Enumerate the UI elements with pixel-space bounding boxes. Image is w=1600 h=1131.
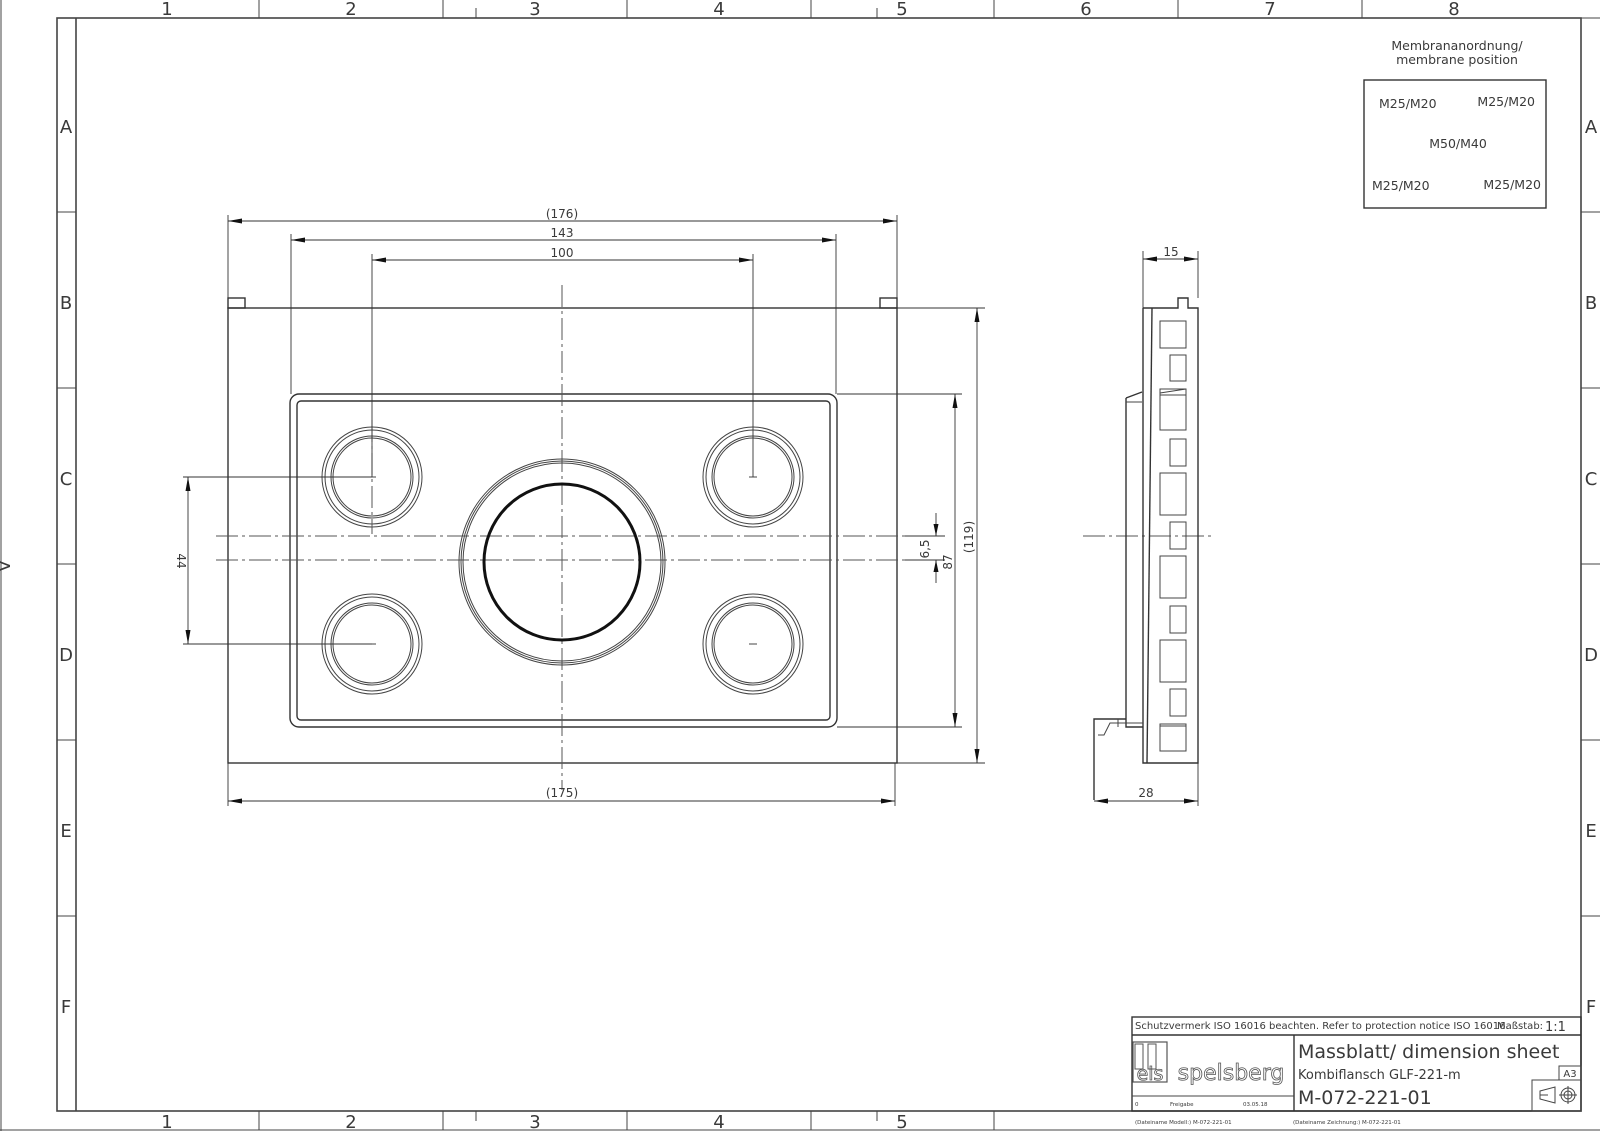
product-name: Kombiflansch GLF-221-m [1298,1068,1461,1083]
paper-size: A3 [1563,1069,1576,1080]
col-label: 8 [1448,0,1459,20]
col-label: 1 [161,1112,172,1131]
dimension-vertical-pitch: 44 [174,476,372,645]
svg-text:44: 44 [174,553,188,568]
membrane-hole-center [458,458,666,666]
row-label: F [1586,997,1596,1018]
column-labels-top: 1 2 3 4 5 6 7 8 [161,0,1459,20]
col-label: 1 [161,0,172,20]
col-label: 5 [896,1112,907,1131]
file-drawing: (Dateiname Zeichnung:) M-072-221-01 [1293,1120,1401,1126]
col-label: 2 [345,1112,356,1131]
projection-symbol-icon [1539,1086,1577,1104]
row-labels-right: A B C D E F [1584,117,1598,1018]
dimension-overall-width-bottom: (175) [227,763,896,806]
row-label: A [60,117,73,138]
column-labels-bottom: 1 2 3 4 5 [161,1112,907,1131]
row-labels-left: A B C D E F [59,117,73,1018]
row-label: E [60,821,71,842]
file-model: (Dateiname Modell:) M-072-221-01 [1135,1120,1232,1126]
logo-text: spelsberg [1178,1061,1285,1086]
svg-text:(175): (175) [546,786,578,800]
col-label: 6 [1080,0,1091,20]
col-label: 3 [529,0,540,20]
membrane-top-left: M25/M20 [1379,96,1437,111]
title-block: Schutzvermerk ISO 16016 beachten. Refer … [1131,1016,1582,1126]
membrane-center: M50/M40 [1429,136,1487,151]
dimension-side-bottom: 28 [1094,763,1199,806]
membrane-title: Membrananordnung/ [1391,38,1523,53]
front-view: (176) 143 100 (175) [174,207,985,806]
column-ticks [258,0,1363,1130]
row-label: D [1584,645,1598,666]
col-label: 3 [529,1112,540,1131]
dimension-inner-height: 87 [837,393,962,728]
col-label: 4 [713,1112,724,1131]
row-label: B [60,293,72,314]
row-label: D [59,645,73,666]
side-mark: V [0,559,15,572]
logo-mark: els [1137,1063,1164,1085]
svg-text:28: 28 [1138,786,1153,800]
scale-value: 1:1 [1545,1020,1566,1035]
status: Freigabe [1170,1102,1194,1108]
dimension-overall-width-top: (176) [227,207,898,298]
row-label: B [1585,293,1597,314]
membrane-bottom-left: M25/M20 [1372,178,1430,193]
col-label: 4 [713,0,724,20]
svg-text:(176): (176) [546,207,578,221]
row-label: F [61,997,71,1018]
row-label: E [1585,821,1596,842]
row-ticks [57,211,1600,917]
svg-text:(119): (119) [962,521,976,553]
release-date: 03.05.18 [1243,1102,1268,1108]
membrane-hole-bottom-right [702,593,804,695]
revision: 0 [1135,1102,1139,1108]
side-view: 15 28 [1083,245,1213,806]
dimension-overall-height: (119) [897,307,985,764]
drawing-number: M-072-221-01 [1298,1087,1432,1109]
dimension-hole-outer: 143 [290,226,837,394]
svg-text:143: 143 [551,226,574,240]
col-label: 2 [345,0,356,20]
svg-text:100: 100 [551,246,574,260]
row-label: A [1585,117,1598,138]
col-label: 5 [896,0,907,20]
spelsberg-logo: els spelsberg [1132,1041,1285,1086]
drawing-title: Massblatt/ dimension sheet [1298,1041,1559,1063]
protection-notice: Schutzvermerk ISO 16016 beachten. Refer … [1135,1021,1509,1032]
svg-text:6,5: 6,5 [918,539,932,558]
row-label: C [1585,469,1598,490]
membrane-position-legend: Membrananordnung/ membrane position M25/… [1363,38,1547,209]
membrane-bottom-right: M25/M20 [1483,177,1541,192]
dimension-offset: 6,5 [905,513,945,583]
scale-label: Maßstab: [1497,1021,1543,1032]
col-label: 7 [1264,0,1275,20]
svg-text:15: 15 [1163,245,1178,259]
dimension-hole-pitch: 100 [371,246,754,477]
membrane-top-right: M25/M20 [1477,94,1535,109]
row-label: C [60,469,73,490]
dimension-side-top: 15 [1142,245,1199,308]
svg-text:87: 87 [941,554,955,569]
membrane-title: membrane position [1396,52,1518,67]
